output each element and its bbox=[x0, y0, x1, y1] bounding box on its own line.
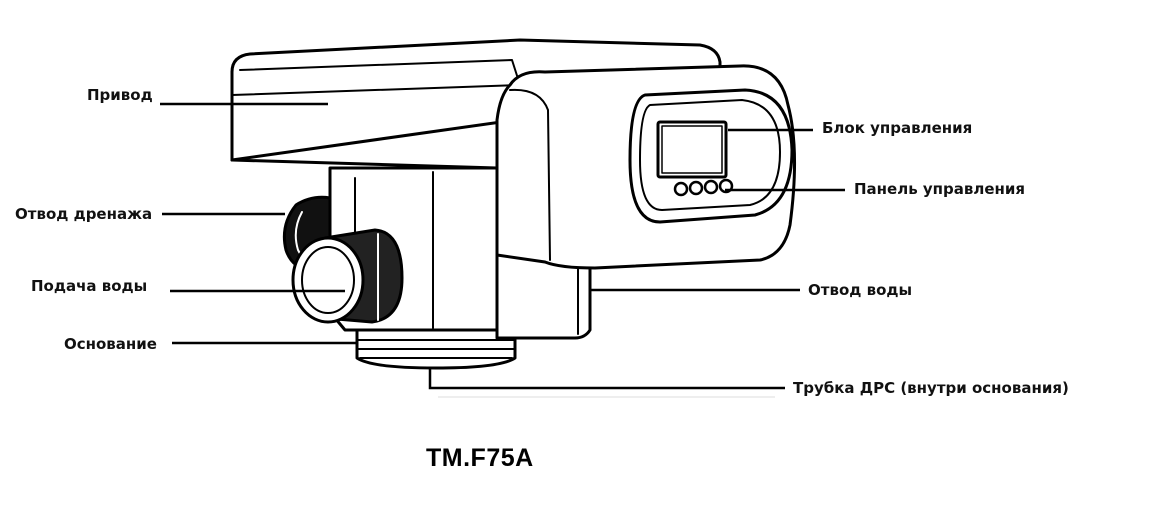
label-control-unit: Блок управления bbox=[822, 119, 973, 137]
model-name: TM.F75A bbox=[426, 444, 534, 472]
leader-riser-tube bbox=[428, 368, 785, 390]
label-control-panel: Панель управления bbox=[854, 180, 1026, 198]
label-water-inlet: Подача воды bbox=[31, 277, 148, 295]
control-buttons bbox=[673, 178, 734, 197]
label-base: Основание bbox=[64, 335, 157, 353]
base-thread bbox=[355, 328, 517, 370]
label-drive: Привод bbox=[87, 86, 153, 104]
label-riser-tube: Трубка ДРС (внутри основания) bbox=[793, 379, 1069, 397]
label-water-outlet: Отвод воды bbox=[808, 281, 913, 299]
label-drain-outlet: Отвод дренажа bbox=[15, 205, 153, 223]
water-outlet-block bbox=[495, 248, 592, 340]
water-inlet-pipe bbox=[291, 228, 404, 324]
